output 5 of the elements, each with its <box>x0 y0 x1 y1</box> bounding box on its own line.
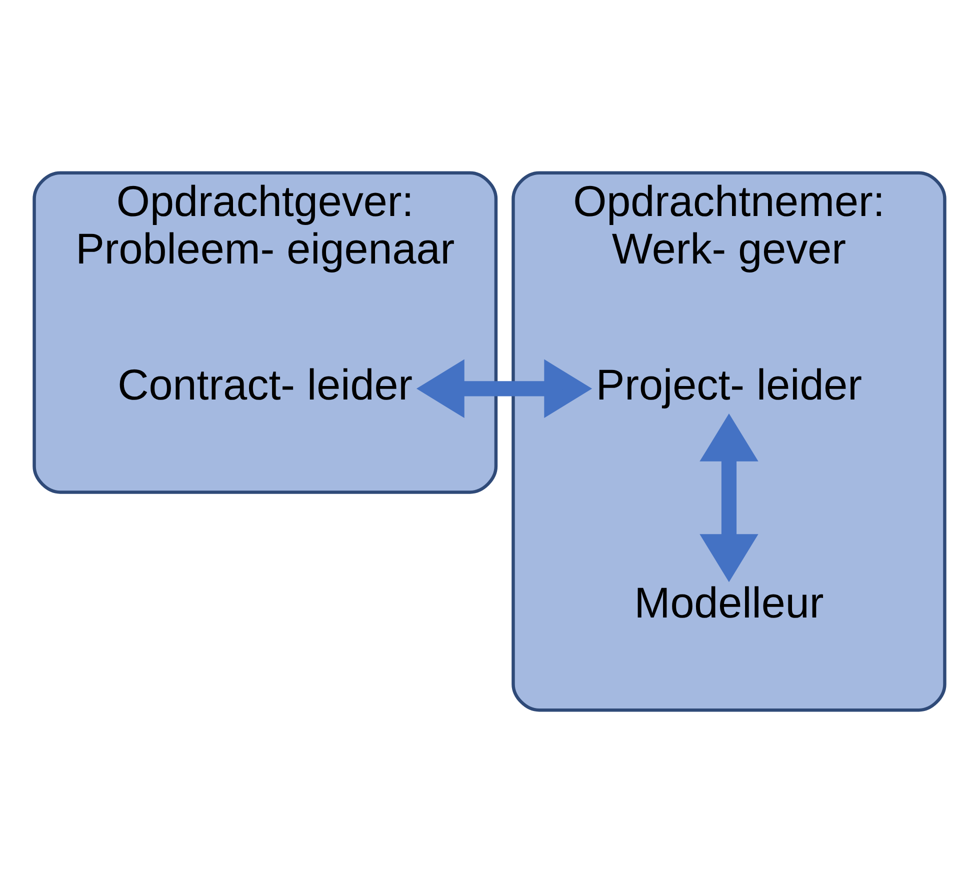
node-text: Project- leider <box>596 360 862 409</box>
arrow <box>416 358 592 418</box>
node-text: Modelleur <box>634 578 824 627</box>
arrow <box>700 413 758 582</box>
node-text: Contract- leider <box>118 360 413 409</box>
